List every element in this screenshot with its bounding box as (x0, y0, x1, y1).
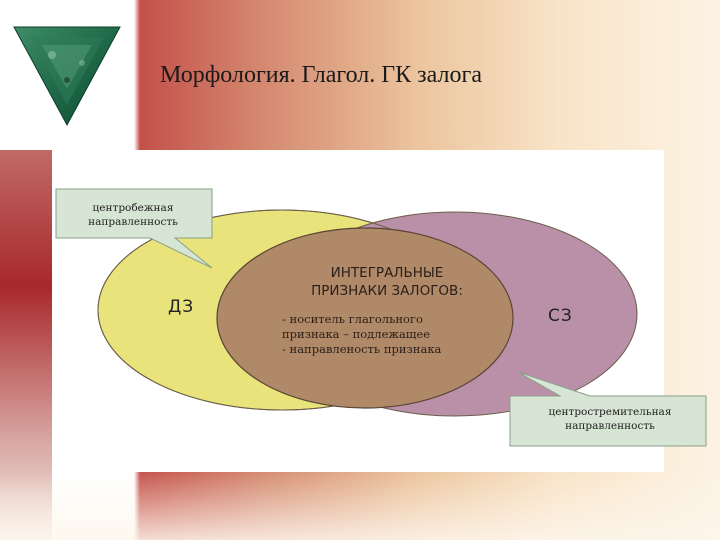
slide-title: Морфология. Глагол. ГК залога (160, 62, 482, 88)
center-heading-line: ПРИЗНАКИ ЗАЛОГОВ: (311, 283, 463, 299)
callout-left-text: центробежная направленность (58, 201, 208, 229)
callout-right-line: центростремительная (548, 406, 672, 418)
center-item-line: - направленость признака (282, 342, 442, 356)
callout-left-line: направленность (88, 216, 178, 228)
callout-left-shape (55, 188, 213, 269)
center-items: - носитель глагольного признака – подлеж… (282, 312, 492, 357)
callout-right-line: направленность (565, 420, 655, 432)
center-item-line: признака – подлежащее (282, 327, 431, 341)
callout-right-text: центростремительная направленность (512, 405, 708, 433)
label-sz: СЗ (548, 306, 573, 326)
center-heading: ИНТЕГРАЛЬНЫЕ ПРИЗНАКИ ЗАЛОГОВ: (272, 264, 502, 300)
bottom-fade (0, 470, 720, 540)
label-dz: ДЗ (168, 297, 195, 317)
callout-left-line: центробежная (92, 202, 174, 214)
triangle-logo-icon (13, 26, 121, 127)
center-heading-line: ИНТЕГРАЛЬНЫЕ (330, 265, 444, 281)
callout-right-shape (509, 371, 707, 447)
center-item-line: - носитель глагольного (282, 312, 423, 326)
center-ellipse-integral (216, 227, 514, 409)
